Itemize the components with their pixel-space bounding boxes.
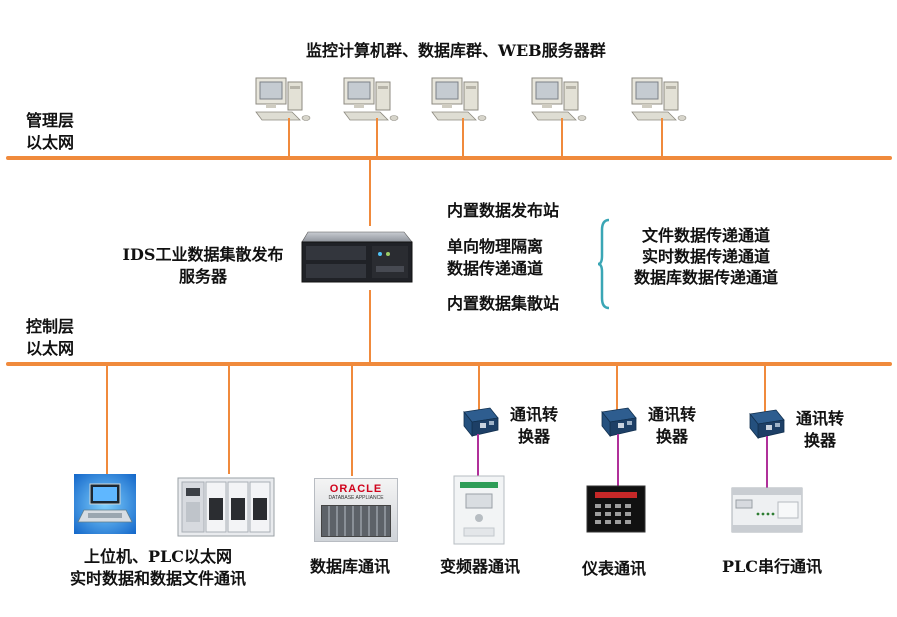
brace-icon xyxy=(597,218,610,310)
channel-database: 数据库数据传递通道 xyxy=(633,268,778,287)
monitor-computer-icon xyxy=(431,77,487,121)
plc-rack-icon xyxy=(177,477,275,537)
server-label-line2: 服务器 xyxy=(178,267,227,286)
host-connector xyxy=(106,366,108,474)
mgmt-layer-label: 管理层 以太网 xyxy=(26,110,74,154)
pc-connector-1 xyxy=(288,118,290,158)
function-isolation-line1: 单向物理隔离 xyxy=(447,237,544,256)
monitor-computer-icon xyxy=(531,77,587,121)
serial-link-plc xyxy=(766,436,768,488)
database-comm-label: 数据库通讯 xyxy=(309,557,390,576)
diagram-title: 监控计算机群、数据库群、WEB服务器群 xyxy=(306,41,606,60)
meter-comm-label: 仪表通讯 xyxy=(581,559,646,578)
plc-serial-comm-label: PLC串行通讯 xyxy=(721,557,823,576)
function-collect-station: 内置数据集散站 xyxy=(447,294,560,313)
monitor-computer-icon xyxy=(255,77,311,121)
pc-connector-5 xyxy=(661,118,663,158)
meter-icon xyxy=(586,485,646,533)
plc-connector xyxy=(228,366,230,474)
host-plc-label-line2: 实时数据和数据文件通讯 xyxy=(69,569,246,588)
function-isolation-line2: 数据传递通道 xyxy=(447,259,544,278)
database-connector xyxy=(351,366,353,476)
converter-2-icon xyxy=(601,407,637,438)
converter-2-label-line1: 通讯转 xyxy=(647,405,696,424)
converter-1-label-line2: 换器 xyxy=(517,427,550,446)
converter-1-icon xyxy=(463,407,499,438)
converter-3-connector xyxy=(764,366,766,414)
rack-server-icon xyxy=(301,231,413,283)
server-lower-connector xyxy=(369,290,371,364)
converter-1-label: 通讯转 换器 xyxy=(501,404,567,448)
converter-1-label-line1: 通讯转 xyxy=(509,405,558,424)
monitor-computer-icon xyxy=(631,77,687,121)
ctrl-layer-line1: 控制层 xyxy=(26,317,75,336)
host-plc-label: 上位机、PLC以太网 实时数据和数据文件通讯 xyxy=(48,546,268,590)
inverter-icon xyxy=(453,475,505,545)
host-plc-label-line1: 上位机、PLC以太网 xyxy=(83,547,233,566)
channel-realtime: 实时数据传递通道 xyxy=(641,247,770,266)
converter-1-connector xyxy=(478,366,480,412)
serial-link-inverter xyxy=(477,434,479,478)
server-label: IDS工业数据集散发布 服务器 xyxy=(118,244,288,288)
converter-3-label-line1: 通讯转 xyxy=(795,409,844,428)
function-publish-station: 内置数据发布站 xyxy=(447,201,560,220)
converter-3-label: 通讯转 换器 xyxy=(787,408,853,452)
channel-file: 文件数据传递通道 xyxy=(641,226,770,245)
pc-connector-2 xyxy=(376,118,378,158)
monitor-computer-icon xyxy=(343,77,399,121)
control-ethernet-bus xyxy=(6,362,892,366)
oracle-subtitle: DATABASE APPLIANCE xyxy=(328,495,384,501)
converter-2-label: 通讯转 换器 xyxy=(639,404,705,448)
mgmt-layer-line1: 管理层 xyxy=(26,111,75,130)
function-isolation: 单向物理隔离 数据传递通道 xyxy=(447,236,543,280)
server-label-line1: IDS工业数据集散发布 xyxy=(122,245,284,264)
management-ethernet-bus xyxy=(6,156,892,160)
server-upper-connector xyxy=(369,160,371,226)
pc-connector-3 xyxy=(462,118,464,158)
oracle-drive-bays xyxy=(321,505,391,537)
converter-3-label-line2: 换器 xyxy=(803,431,836,450)
oracle-brand: ORACLE xyxy=(329,483,383,495)
plc-serial-icon xyxy=(731,487,803,533)
converter-2-label-line2: 换器 xyxy=(655,427,688,446)
ctrl-layer-line2: 以太网 xyxy=(26,339,75,358)
mgmt-layer-line2: 以太网 xyxy=(26,133,75,152)
inverter-comm-label: 变频器通讯 xyxy=(439,557,520,576)
ctrl-layer-label: 控制层 以太网 xyxy=(26,316,74,360)
pc-connector-4 xyxy=(561,118,563,158)
oracle-appliance-icon: ORACLE DATABASE APPLIANCE xyxy=(314,478,398,542)
converter-2-connector xyxy=(616,366,618,412)
serial-link-meter xyxy=(617,434,619,486)
converter-3-icon xyxy=(749,409,785,440)
host-computer-icon xyxy=(74,474,136,534)
